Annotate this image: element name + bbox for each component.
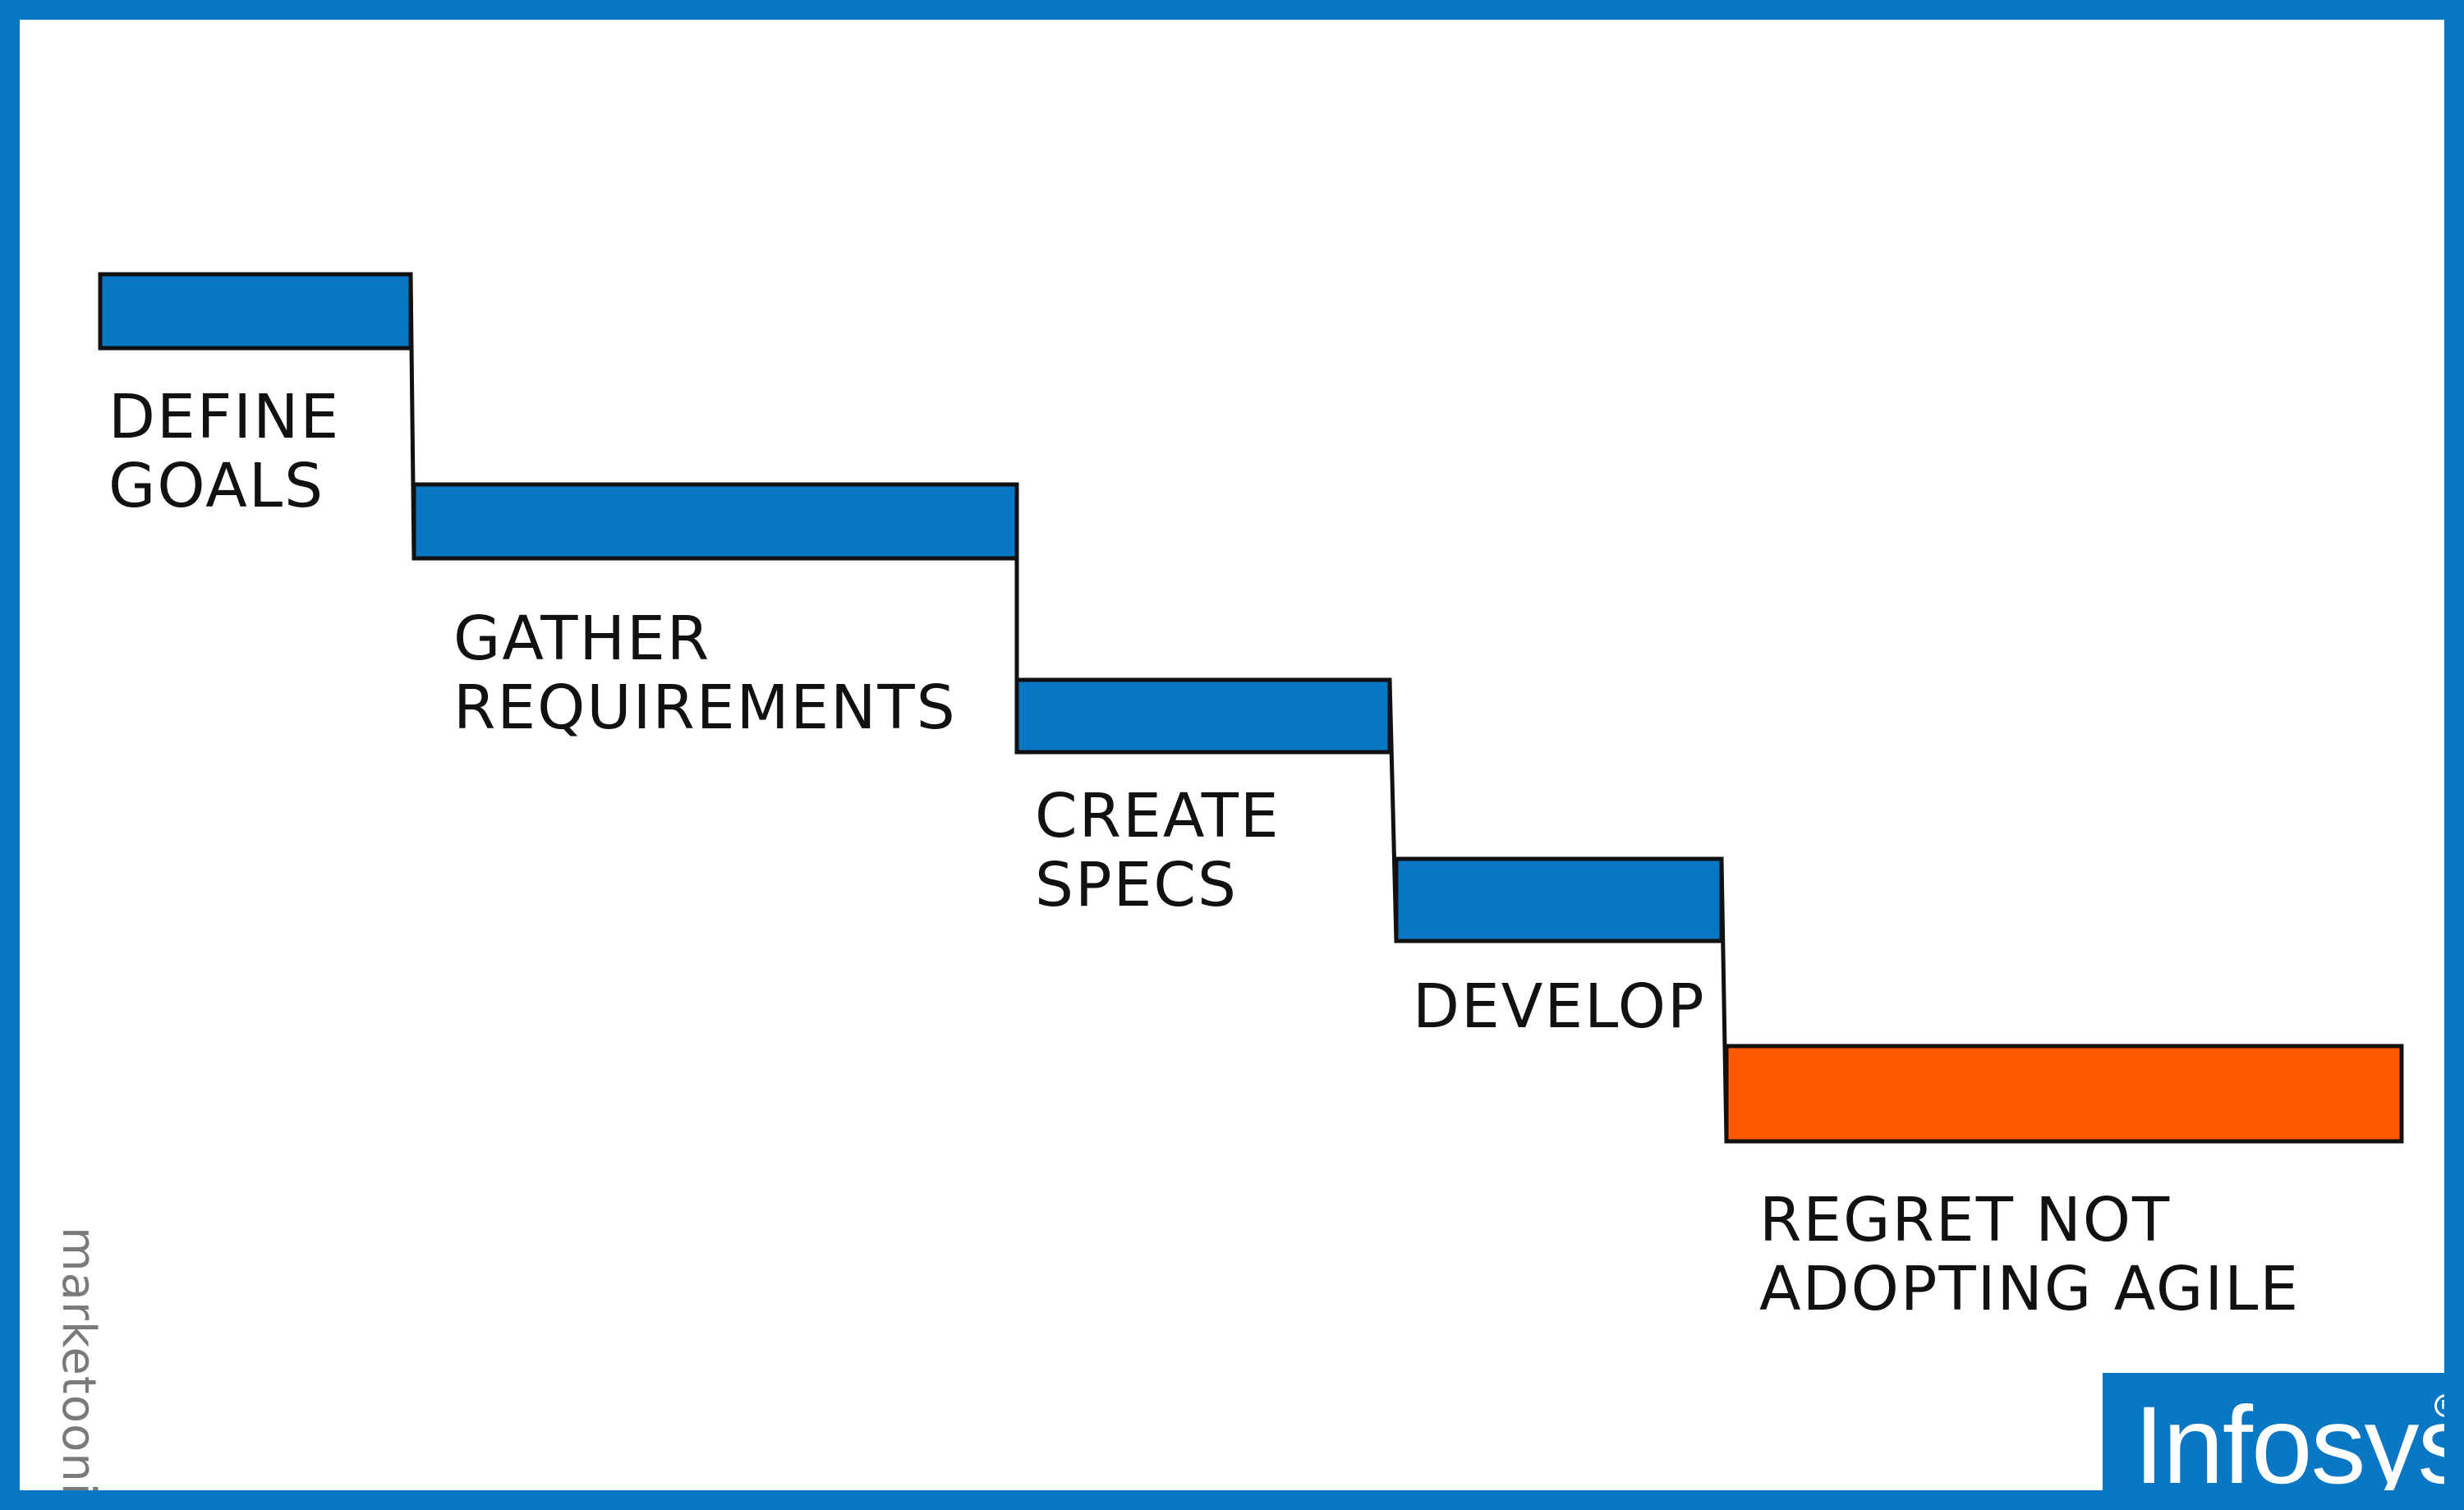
step-label-line: SPECS [1035,850,1238,920]
step-label-line: GATHER [453,604,711,674]
waterfall-diagram [98,272,2404,1144]
step-bar-regret [1724,1044,2404,1144]
step-label-develop: DEVELOP [1413,972,1706,1041]
infosys-logo: Infosys R [2103,1373,2464,1507]
logo-text: Infosys [2134,1384,2464,1507]
step-label-line: CREATE [1035,781,1280,851]
step-label-line: DEFINE [108,382,341,452]
step-label-regret: REGRET NOT ADOPTING AGILE [1759,1186,2300,1324]
step-label-create-specs: CREATE SPECS [1035,782,1280,920]
step-bar-create-specs [1014,677,1392,755]
artist-signature: marketoonist [38,1227,105,1510]
step-label-line: DEVELOP [1413,971,1706,1042]
step-bar-gather-requirements [411,482,1019,561]
signature-text: marketoonist [52,1227,105,1510]
step-label-line: REQUIREMENTS [453,672,957,743]
step-label-line: GOALS [108,451,325,521]
step-connector [1387,679,1399,942]
step-label-gather-requirements: GATHER REQUIREMENTS [453,604,957,742]
step-label-line: ADOPTING AGILE [1759,1254,2301,1324]
step-connector [408,273,416,559]
step-connector [1719,858,1729,1142]
step-label-line: REGRET NOT [1759,1185,2172,1255]
registered-mark-icon: R [2434,1394,2444,1417]
step-bar-define-goals [98,272,413,351]
step-label-define-goals: DEFINE GOALS [108,383,340,521]
step-bar-develop [1394,856,1724,943]
